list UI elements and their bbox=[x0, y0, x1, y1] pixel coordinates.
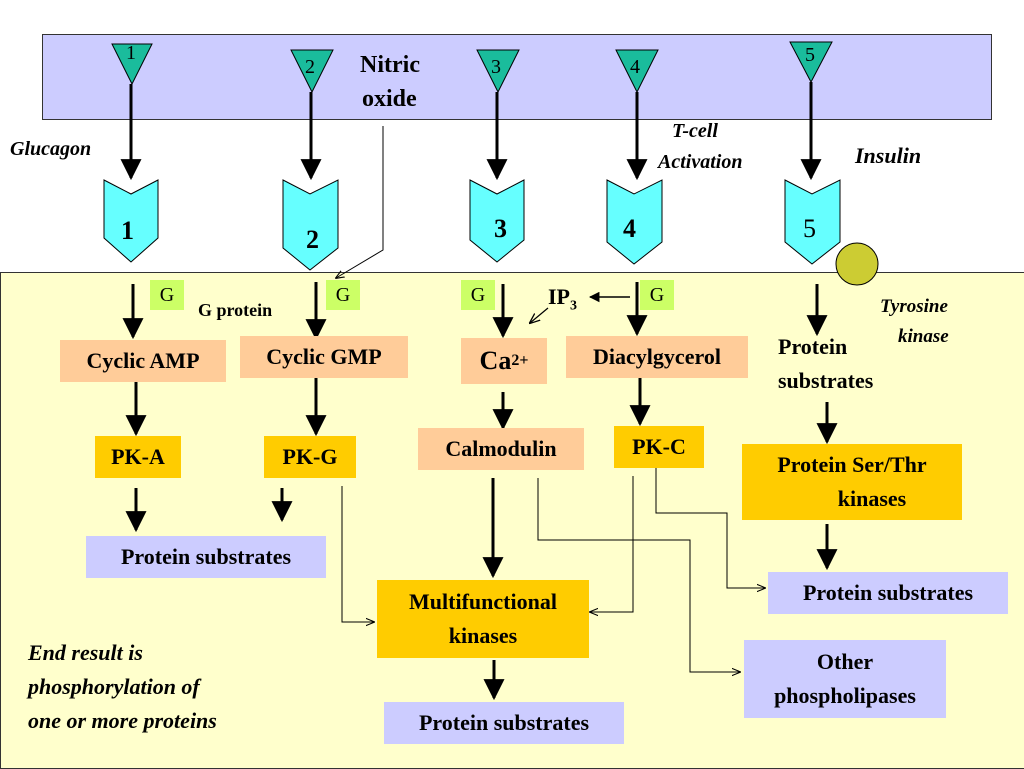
protein-substrates-insulin-line2: substrates bbox=[778, 368, 874, 393]
arrow-pkg-multifunctional bbox=[341, 486, 374, 622]
receptor-body-4 bbox=[606, 179, 663, 265]
cell-membrane bbox=[42, 34, 992, 120]
tyrosine-kinase-line2: kinase bbox=[898, 326, 949, 347]
multifunctional-line1: Multifunctional bbox=[409, 589, 557, 614]
receptor-number-4: 4 bbox=[623, 214, 636, 243]
receptor-number-2: 2 bbox=[306, 225, 319, 254]
protein-substrates-insulin-line1: Protein bbox=[778, 334, 848, 359]
end-result-line2: phosphorylation of bbox=[28, 674, 200, 699]
receptor-body-1 bbox=[103, 179, 159, 263]
receptor-number-3: 3 bbox=[494, 214, 507, 243]
arrow-calmodulin-phospholipases bbox=[537, 478, 740, 672]
ligand-tcell-line2: Activation bbox=[658, 151, 743, 173]
protein-substrates-right-box: Protein substrates bbox=[768, 572, 1008, 614]
receptor-site-label-5: 5 bbox=[805, 44, 815, 66]
receptor-site-4 bbox=[615, 49, 659, 94]
receptor-site-3 bbox=[476, 49, 520, 94]
receptor-body-2 bbox=[282, 179, 339, 271]
calcium-superscript: 2+ bbox=[511, 352, 529, 369]
cyclic-gmp-box: Cyclic GMP bbox=[240, 336, 408, 378]
receptor-site-1 bbox=[111, 43, 153, 86]
tyrosine-kinase-circle bbox=[835, 242, 879, 286]
receptor-number-1: 1 bbox=[121, 216, 134, 245]
end-result-line3: one or more proteins bbox=[28, 708, 217, 733]
ip3-base: IP bbox=[548, 284, 570, 309]
ligand-glucagon: Glucagon bbox=[10, 138, 92, 160]
ligand-insulin: Insulin bbox=[855, 143, 922, 168]
pkg-box: PK-G bbox=[264, 436, 356, 478]
g-protein-label: G protein bbox=[198, 300, 273, 320]
pka-box: PK-A bbox=[95, 436, 181, 478]
ligand-tcell-line1: T-cell bbox=[672, 120, 718, 142]
receptor-site-label-4: 4 bbox=[630, 56, 640, 78]
ligand-nitric-oxide-line2: oxide bbox=[362, 86, 417, 112]
ser-thr-line1: Protein Ser/Thr bbox=[777, 452, 927, 477]
calmodulin-box: Calmodulin bbox=[418, 428, 584, 470]
protein-substrates-bottom-box: Protein substrates bbox=[384, 702, 624, 744]
g-box-4: G bbox=[640, 280, 674, 310]
receptor-site-2 bbox=[290, 49, 334, 94]
receptor-site-label-1: 1 bbox=[126, 42, 136, 64]
ip3-subscript: 3 bbox=[570, 298, 577, 314]
arrow-ip3-ca bbox=[530, 307, 549, 323]
phospholipases-line2: phospholipases bbox=[774, 683, 916, 708]
diacylglycerol-box: Diacylgycerol bbox=[566, 336, 748, 378]
g-box-2: G bbox=[326, 280, 360, 310]
arrow-pkc-multifunctional bbox=[590, 476, 634, 612]
phospholipases-line1: Other bbox=[816, 649, 874, 674]
multifunctional-kinases-box: Multifunctional kinases bbox=[377, 580, 589, 658]
receptor-body-5 bbox=[784, 179, 841, 265]
protein-substrates-left-box: Protein substrates bbox=[86, 536, 326, 578]
ligand-nitric-oxide-line1: Nitric bbox=[360, 52, 420, 78]
receptor-site-5 bbox=[789, 41, 833, 84]
pkc-box: PK-C bbox=[614, 426, 704, 468]
arrow-pkc-substrates bbox=[655, 468, 765, 588]
multifunctional-line2: kinases bbox=[448, 623, 518, 648]
ip3-label: IP3 bbox=[548, 284, 577, 314]
receptor-site-label-3: 3 bbox=[491, 56, 501, 78]
protein-ser-thr-kinases-box: Protein Ser/Thr kinases bbox=[742, 444, 962, 520]
calcium-base: Ca bbox=[479, 346, 512, 375]
receptor-body-3 bbox=[469, 179, 525, 263]
tyrosine-kinase-line1: Tyrosine bbox=[880, 296, 948, 317]
receptor-number-5: 5 bbox=[803, 214, 816, 243]
g-box-3: G bbox=[461, 280, 495, 310]
ser-thr-line2: kinases bbox=[837, 486, 907, 511]
other-phospholipases-box: Other phospholipases bbox=[744, 640, 946, 718]
arrow-nitric-oxide bbox=[336, 126, 384, 278]
end-result-line1: End result is bbox=[28, 640, 143, 665]
g-box-1: G bbox=[150, 280, 184, 310]
receptor-site-label-2: 2 bbox=[305, 56, 315, 78]
cyclic-amp-box: Cyclic AMP bbox=[60, 340, 226, 382]
